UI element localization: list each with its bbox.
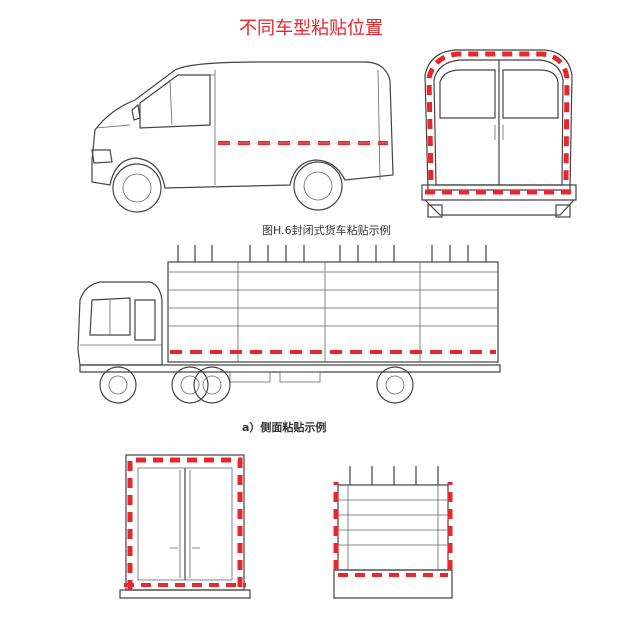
page-title: 不同车型粘贴位置 <box>239 18 383 39</box>
van-caption: 图H.6封闭式货车粘贴示例 <box>262 224 391 237</box>
truck-side-caption: a）侧面粘贴示例 <box>242 421 327 434</box>
